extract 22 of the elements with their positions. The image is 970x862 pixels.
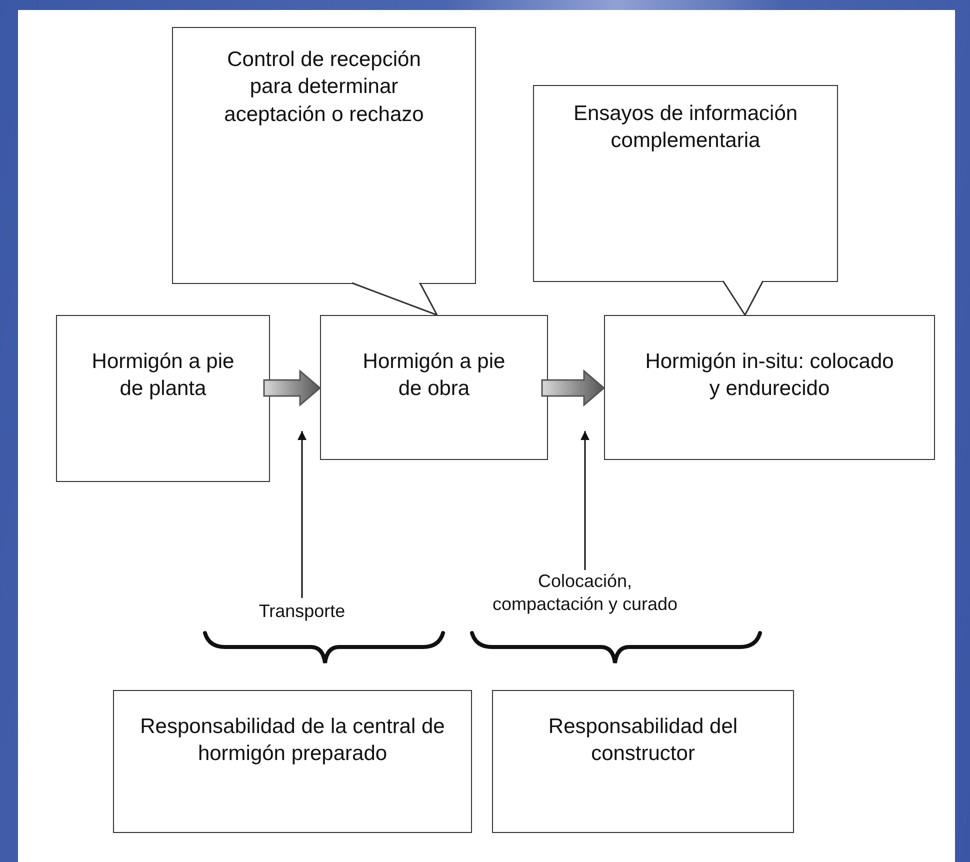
arrow (580, 431, 590, 570)
box-text: Responsabilidad del constructor (547, 714, 739, 768)
block-arrow (263, 369, 322, 407)
box-text: Responsabilidad de la central de hormigón preparado (139, 714, 446, 768)
box-text: Ensayos de información complementaria (572, 101, 799, 154)
step-label: Transporte (258, 600, 346, 623)
box-text: Control de recepción para determinar aceptación o rechazo (223, 47, 425, 128)
process-box (56, 315, 270, 482)
step-label: Colocación, compactación y curado (491, 570, 679, 616)
responsibility-box (113, 690, 472, 833)
callout-pointer (351, 282, 438, 316)
callout-box (533, 85, 838, 282)
box-text: Hormigón in-situ: colocado y endurecido (644, 349, 894, 402)
process-box (320, 315, 548, 460)
callout-pointer (722, 280, 764, 316)
callout-box (172, 27, 476, 284)
responsibility-box (492, 690, 794, 833)
block-arrow (541, 369, 606, 407)
arrow (298, 431, 306, 598)
box-text: Hormigón a pie de planta (90, 349, 236, 402)
box-text: Hormigón a pie de obra (362, 349, 506, 402)
process-box (604, 315, 935, 460)
